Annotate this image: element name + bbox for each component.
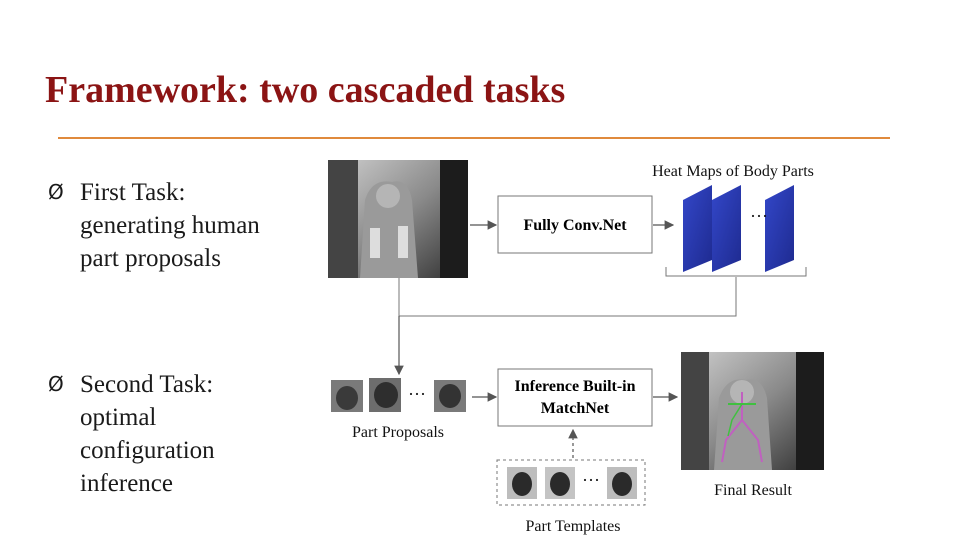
heat-maps-group: ··· xyxy=(683,185,794,272)
bullet-line: generating human xyxy=(80,212,260,239)
inference-label-line2: MatchNet xyxy=(541,400,610,417)
heat-map xyxy=(712,185,741,272)
part-templates-group: ··· xyxy=(507,467,637,499)
connector-heatmaps-to-proposals xyxy=(398,277,737,317)
heat-maps-label: Heat Maps of Body Parts xyxy=(652,163,814,180)
heat-maps-ellipsis: ··· xyxy=(750,206,768,226)
bullet-line: part proposals xyxy=(80,245,221,272)
input-depth-image xyxy=(328,160,468,278)
final-result-image xyxy=(681,352,824,470)
slide-title: Framework: two cascaded tasks xyxy=(45,69,566,111)
bullet-arrow-icon: Ø xyxy=(48,372,64,396)
inference-label-line1: Inference Built-in xyxy=(514,378,635,395)
part-templates-label: Part Templates xyxy=(525,518,620,535)
heat-map xyxy=(683,185,712,272)
part-proposals-group: ··· xyxy=(331,378,466,412)
fully-convnet-label: Fully Conv.Net xyxy=(523,217,627,234)
bullet-line: Second Task: xyxy=(80,371,214,398)
heat-map xyxy=(765,185,794,272)
bullet-line: First Task: xyxy=(80,179,186,206)
inference-matchnet-box xyxy=(497,368,653,427)
final-result-label: Final Result xyxy=(714,482,792,499)
bullet-line: optimal xyxy=(80,404,157,431)
bullet-line: inference xyxy=(80,470,173,497)
part-templates-box xyxy=(496,459,646,506)
title-underline xyxy=(58,137,890,139)
part-proposals-label: Part Proposals xyxy=(352,424,444,441)
proposals-ellipsis: ··· xyxy=(408,384,426,404)
bullet-line: configuration xyxy=(80,437,215,464)
heat-maps-bracket xyxy=(665,267,807,277)
fully-convnet-box xyxy=(497,195,653,254)
templates-ellipsis: ··· xyxy=(582,470,600,490)
bullet-arrow-icon: Ø xyxy=(48,180,64,204)
